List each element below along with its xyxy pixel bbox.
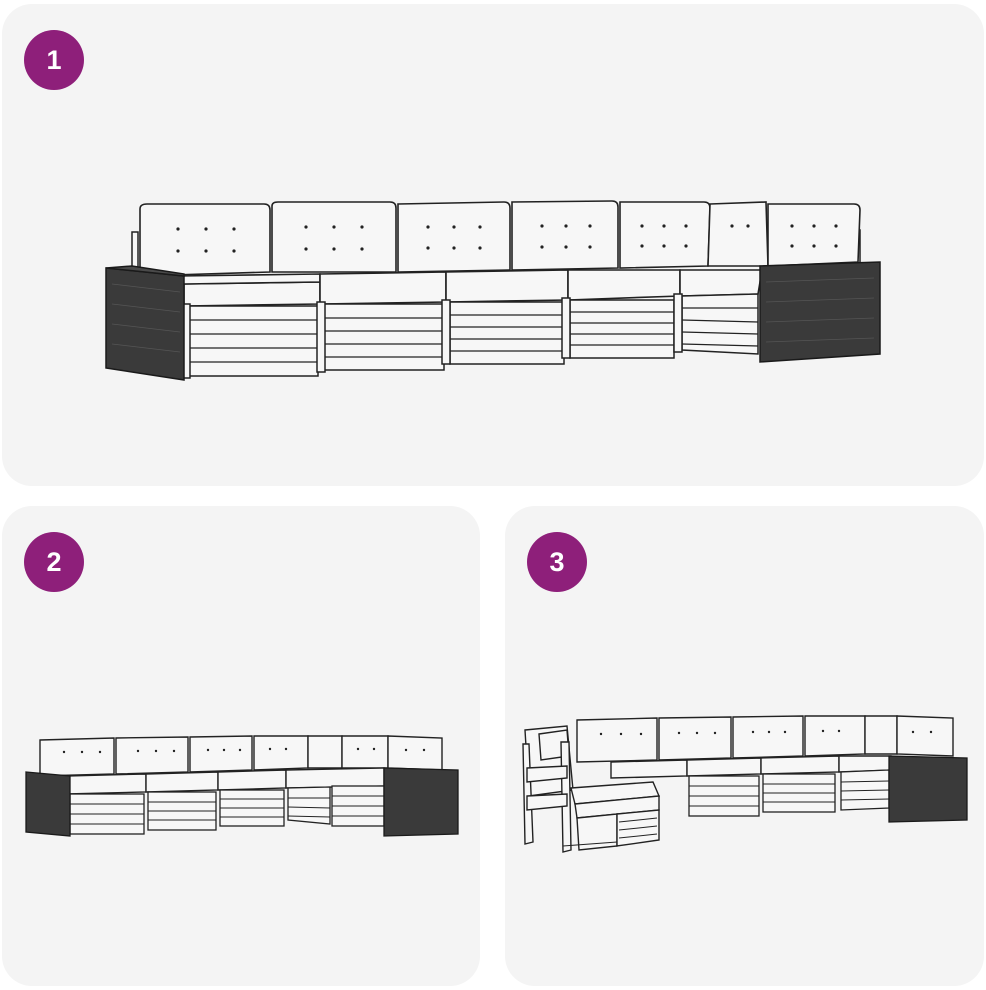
corner-sofa-with-footstool-icon [522,715,968,853]
step-panel-3: 3 [505,506,984,986]
step-badge-2: 2 [24,532,84,592]
corner-sofa-variant-icon [25,735,459,837]
step-badge-3: 3 [527,532,587,592]
corner-sofa-assembled-icon [105,200,881,381]
step-panel-1: 1 [2,4,984,486]
step-badge-1: 1 [24,30,84,90]
step-panel-2: 2 [2,506,480,986]
